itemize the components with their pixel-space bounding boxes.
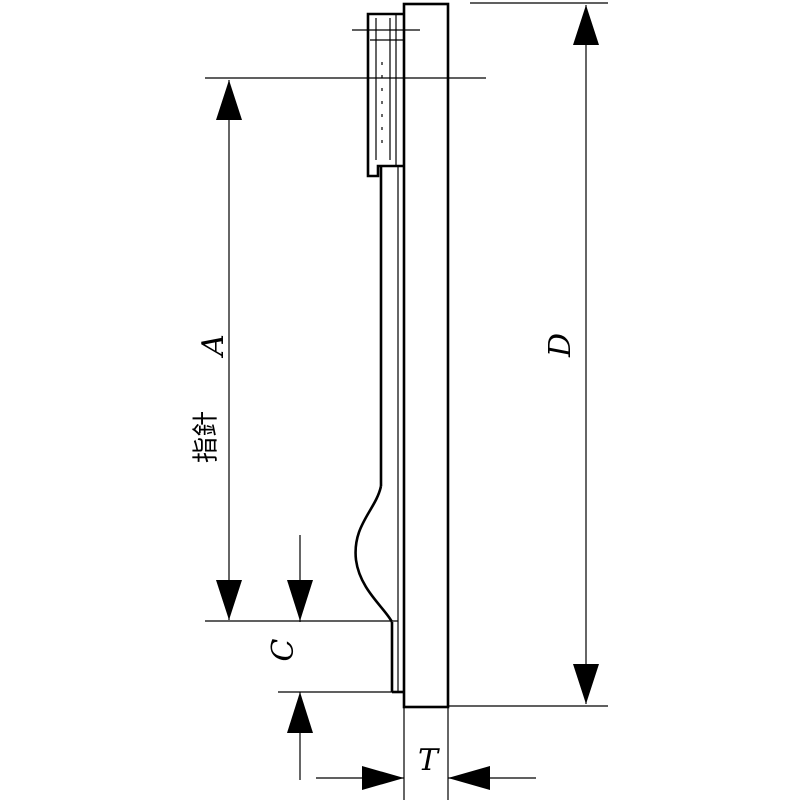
label-c: C xyxy=(266,638,301,661)
label-t: T xyxy=(418,743,440,778)
dimension-t: T xyxy=(316,743,536,790)
dimension-d: D xyxy=(543,5,599,704)
extension-lines xyxy=(205,2,608,800)
label-a: A xyxy=(196,334,231,359)
label-pointer: 指針 xyxy=(192,411,222,463)
label-d: D xyxy=(543,333,578,358)
main-plate xyxy=(402,2,450,709)
dimension-a: A 指針 xyxy=(192,80,242,620)
dimension-c: C xyxy=(266,535,313,780)
pointer-strip xyxy=(354,166,404,694)
pointer-head xyxy=(352,12,420,178)
